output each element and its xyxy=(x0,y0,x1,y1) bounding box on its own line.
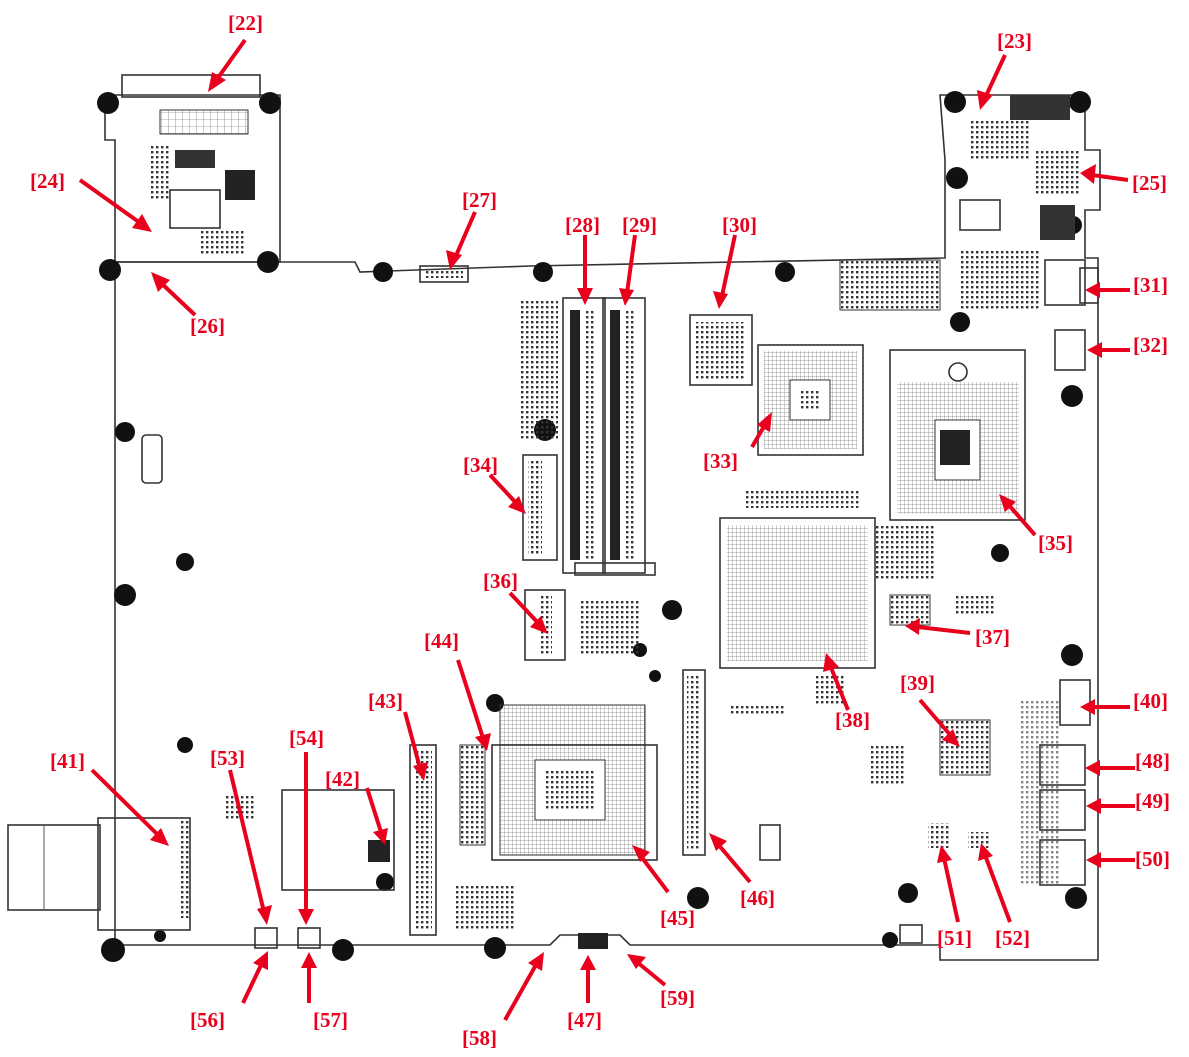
mounting-holes xyxy=(97,91,1091,962)
connector-44 xyxy=(459,744,486,846)
label-48: [48] xyxy=(1135,749,1170,773)
label-32: [32] xyxy=(1133,333,1168,357)
label-42: [42] xyxy=(325,767,360,791)
label-41: [41] xyxy=(50,749,85,773)
connector-47 xyxy=(578,933,608,949)
label-58: [58] xyxy=(462,1026,497,1050)
label-38: [38] xyxy=(835,708,870,732)
label-46: [46] xyxy=(740,886,775,910)
label-23: [23] xyxy=(997,29,1032,53)
label-33: [33] xyxy=(703,449,738,473)
right-port-31 xyxy=(1044,259,1086,306)
connector-43 xyxy=(409,744,437,936)
chip-30 xyxy=(689,314,753,386)
label-37: [37] xyxy=(975,625,1010,649)
label-59: [59] xyxy=(660,986,695,1010)
label-29: [29] xyxy=(622,213,657,237)
callout-labels: [22] [23] [24] [25] [26] [27] [28] [29] … xyxy=(30,11,1170,1050)
label-27: [27] xyxy=(462,188,497,212)
connector-36 xyxy=(524,589,566,661)
label-44: [44] xyxy=(424,629,459,653)
label-47: [47] xyxy=(567,1008,602,1032)
label-30: [30] xyxy=(722,213,757,237)
label-35: [35] xyxy=(1038,531,1073,555)
label-51: [51] xyxy=(937,926,972,950)
label-43: [43] xyxy=(368,689,403,713)
label-50: [50] xyxy=(1135,847,1170,871)
chip-33 xyxy=(757,344,864,456)
left-side-port xyxy=(7,824,101,911)
label-22: [22] xyxy=(228,11,263,35)
connector-46 xyxy=(682,669,706,856)
switch-54 xyxy=(297,927,321,949)
label-45: [45] xyxy=(660,906,695,930)
label-49: [49] xyxy=(1135,789,1170,813)
chip-37 xyxy=(889,594,931,626)
label-53: [53] xyxy=(210,746,245,770)
dimm-slots xyxy=(562,297,656,576)
right-port-32 xyxy=(1054,329,1086,371)
port-40 xyxy=(1059,679,1091,726)
callout-arrows xyxy=(78,38,1135,1021)
chip-39 xyxy=(939,719,991,776)
label-39: [39] xyxy=(900,671,935,695)
label-26: [26] xyxy=(190,314,225,338)
label-57: [57] xyxy=(313,1008,348,1032)
label-24: [24] xyxy=(30,169,65,193)
label-40: [40] xyxy=(1133,689,1168,713)
card-slot-41 xyxy=(97,817,191,931)
top-left-connector-pins xyxy=(159,109,249,135)
label-28: [28] xyxy=(565,213,600,237)
label-34: [34] xyxy=(463,453,498,477)
chip-52 xyxy=(968,832,990,848)
connector-27 xyxy=(419,265,469,283)
chip-38 xyxy=(719,517,876,669)
board-outline xyxy=(114,94,1101,961)
label-56: [56] xyxy=(190,1008,225,1032)
top-left-connector-body xyxy=(121,74,261,98)
label-36: [36] xyxy=(483,569,518,593)
chip-51 xyxy=(928,823,950,848)
cpu-socket-35 xyxy=(889,349,1026,521)
label-31: [31] xyxy=(1133,273,1168,297)
label-52: [52] xyxy=(995,926,1030,950)
label-54: [54] xyxy=(289,726,324,750)
label-25: [25] xyxy=(1132,171,1167,195)
switch-53 xyxy=(254,927,278,949)
chip-42 xyxy=(368,840,390,862)
